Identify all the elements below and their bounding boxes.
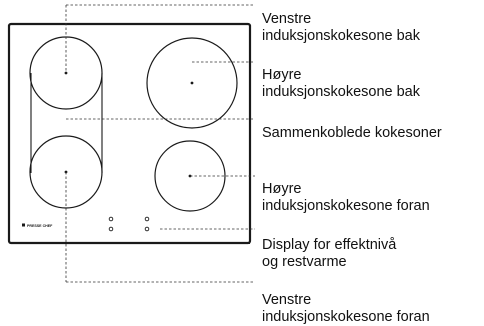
label-hoyre-foran: Høyre induksjonskokesone foran <box>262 181 430 214</box>
label-venstre-bak: Venstre induksjonskokesone bak <box>262 11 420 44</box>
brand-text: PRESSE CHEF <box>27 224 53 228</box>
leader-lines <box>65 4 255 283</box>
right-front-zone <box>154 140 226 212</box>
label-display: Display for effektnivå og restvarme <box>262 237 397 270</box>
display-indicators <box>108 216 150 232</box>
label-sammenkoblede: Sammenkoblede kokesoner <box>262 125 442 141</box>
label-hoyre-bak: Høyre induksjonskokesone bak <box>262 67 420 100</box>
label-venstre-foran: Venstre induksjonskokesone foran <box>262 292 430 325</box>
cooktop-panel <box>7 22 252 245</box>
bridge-zone-outline <box>30 73 103 173</box>
right-rear-zone-center <box>190 81 194 85</box>
right-rear-zone <box>146 37 238 129</box>
brand-mark-icon <box>22 223 25 227</box>
